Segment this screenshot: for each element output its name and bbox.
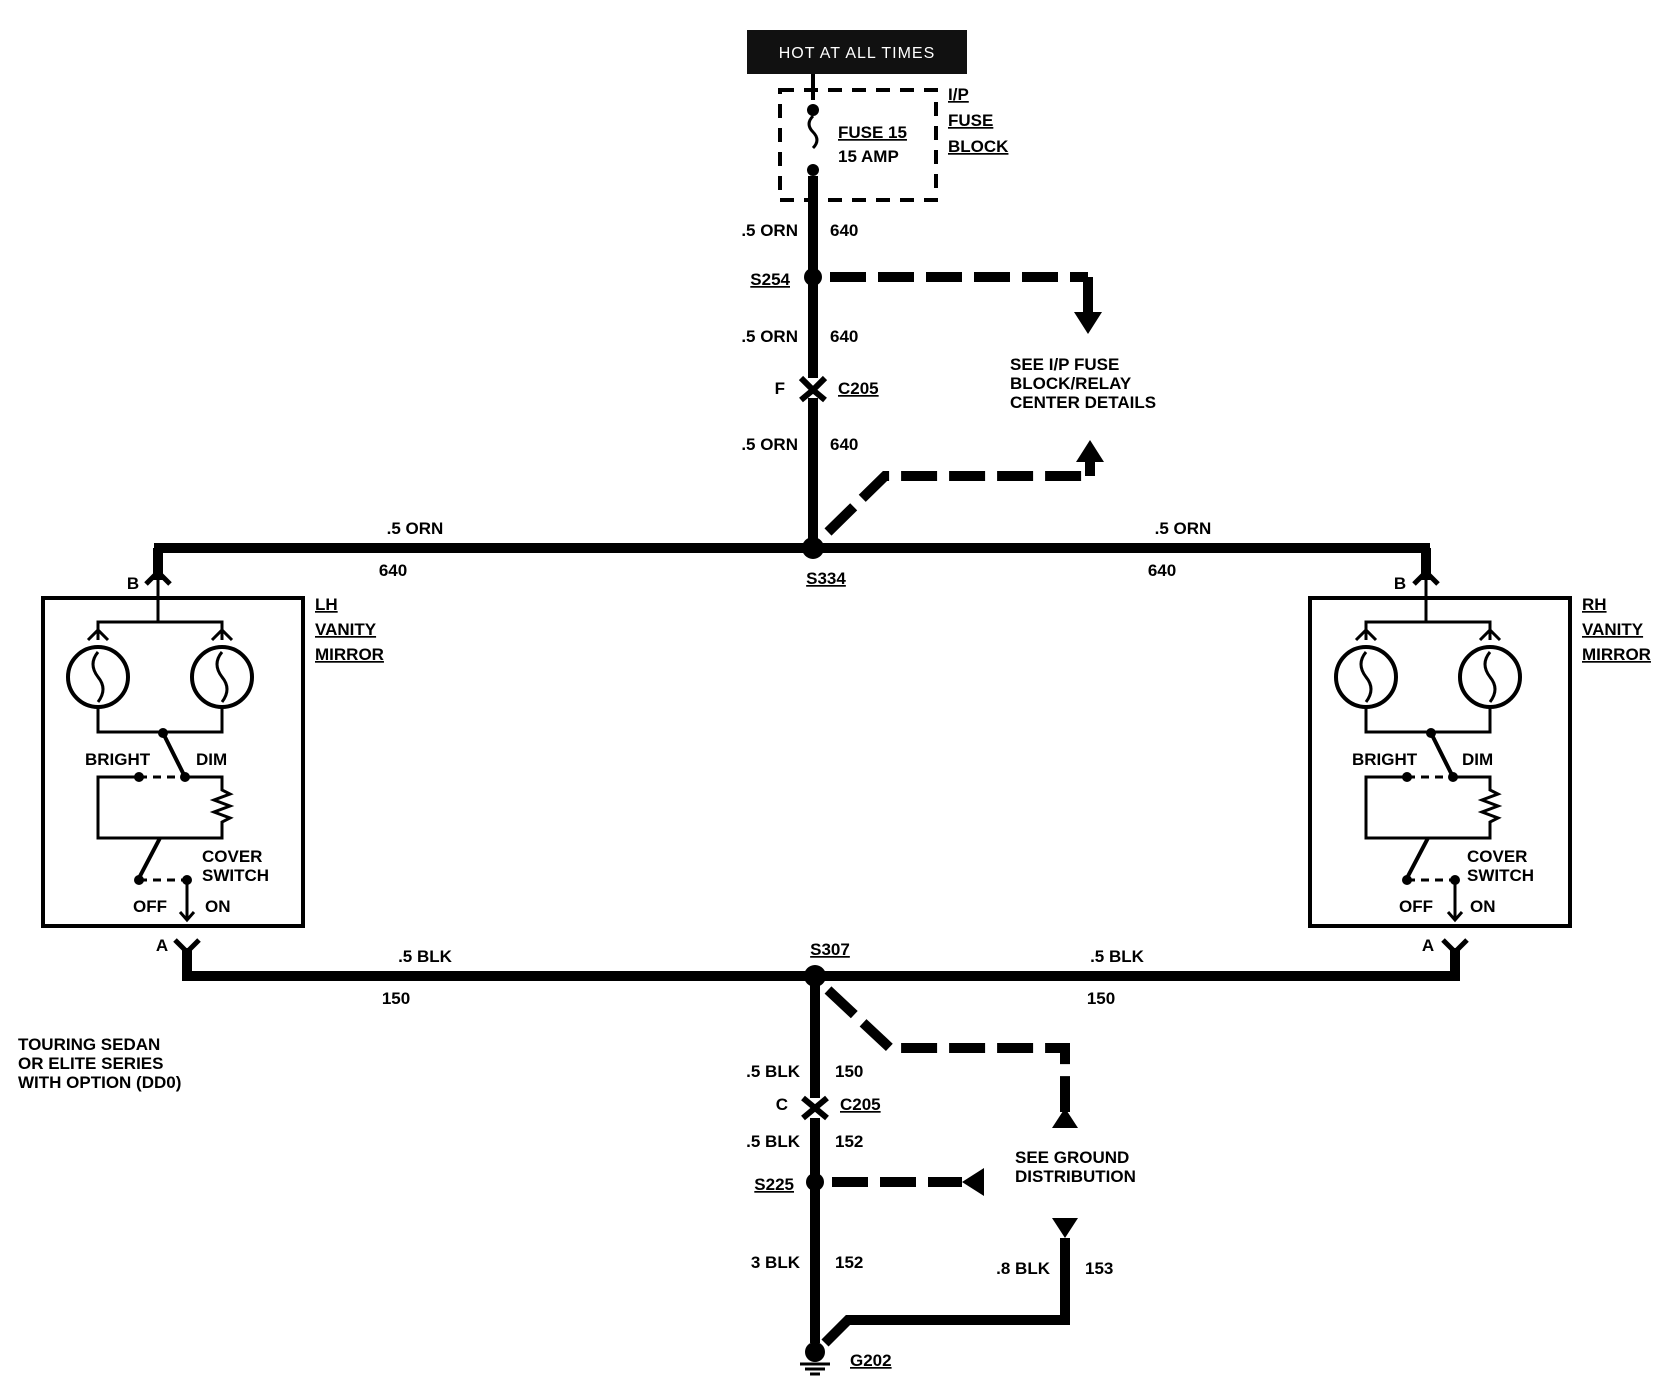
left-power-gauge: .5 ORN [387,519,444,538]
s254-dashed-branch [830,272,1102,334]
wire1-num: 640 [830,221,858,240]
see-ground-line1: SEE GROUND [1015,1148,1129,1167]
fuse-rating: 15 AMP [838,147,899,166]
lh-switch: SWITCH [202,866,269,885]
arrow-down-icon [1052,1218,1078,1238]
down2-gauge: .5 BLK [746,1132,801,1151]
rh-off: OFF [1399,897,1433,916]
right-power-gauge: .5 ORN [1155,519,1212,538]
power-bus-wire [153,537,1431,580]
rh-on: ON [1470,897,1496,916]
down1-num: 150 [835,1062,863,1081]
lh-dim: DIM [196,750,227,769]
left-ground-gauge: .5 BLK [398,947,453,966]
ground-g202-icon [805,1342,825,1362]
rh-vanity-mirror [1308,568,1572,956]
rh-dim: DIM [1462,750,1493,769]
wire3-num: 640 [830,435,858,454]
wire2-num: 640 [830,327,858,346]
option-note-3: WITH OPTION (DD0) [18,1073,181,1092]
splice-s254-dot [804,268,822,286]
lh-title-3: MIRROR [315,645,384,664]
down1-gauge: .5 BLK [746,1062,801,1081]
option-note-1: TOURING SEDAN [18,1035,160,1054]
block-line1: I/P [948,85,969,104]
see-ip-line2: BLOCK/RELAY [1010,374,1132,393]
connector-pin-f: F [775,379,785,398]
arrow-up-icon [1052,1108,1078,1128]
side-num: 153 [1085,1259,1113,1278]
side-gauge: .8 BLK [996,1259,1051,1278]
splice-s254: S254 [750,270,790,289]
lh-on: ON [205,897,231,916]
ground-bus-wire [182,948,1460,1376]
arrow-up-icon [1076,440,1104,462]
down3-num: 152 [835,1253,863,1272]
see-ground-line2: DISTRIBUTION [1015,1167,1136,1186]
wire3-gauge: .5 ORN [741,435,798,454]
lh-title-1: LH [315,595,338,614]
lh-bright: BRIGHT [85,750,151,769]
left-ground-num: 150 [382,989,410,1008]
ground-g202: G202 [850,1351,892,1370]
fuse-block: FUSE 15 15 AMP I/P FUSE BLOCK [778,74,1009,202]
rh-title-1: RH [1582,595,1607,614]
left-power-num: 640 [379,561,407,580]
connector-c205-top: C205 [838,379,879,398]
lh-title-2: VANITY [315,620,377,639]
rh-switch: SWITCH [1467,866,1534,885]
s307-dashed-branch [824,986,1078,1128]
lh-cover: COVER [202,847,262,866]
rh-cover: COVER [1467,847,1527,866]
arrow-down-icon [1074,312,1102,334]
down3-gauge: 3 BLK [751,1253,801,1272]
block-line2: FUSE [948,111,993,130]
see-ip-line1: SEE I/P FUSE [1010,355,1119,374]
connector-c205-bottom: C205 [840,1095,881,1114]
splice-s225-dot [806,1173,824,1191]
lh-pin-b: B [127,574,139,593]
lh-vanity-mirror [41,568,305,956]
option-note-2: OR ELITE SERIES [18,1054,163,1073]
splice-s334: S334 [806,569,846,588]
splice-s307: S307 [810,940,850,959]
rh-bright: BRIGHT [1352,750,1418,769]
splice-s225: S225 [754,1175,794,1194]
splice-s334-dot [802,537,824,559]
block-line3: BLOCK [948,137,1009,156]
hot-at-all-times-banner: HOT AT ALL TIMES [747,30,967,74]
rh-title-3: MIRROR [1582,645,1651,664]
down2-num: 152 [835,1132,863,1151]
connector-pin-c: C [776,1095,788,1114]
arrow-left-icon [962,1168,984,1196]
lh-pin-a: A [156,936,168,955]
rh-pin-a: A [1422,936,1434,955]
right-power-num: 640 [1148,561,1176,580]
s334-dashed-branch [824,440,1104,536]
lh-off: OFF [133,897,167,916]
wire2-gauge: .5 ORN [741,327,798,346]
rh-pin-b: B [1394,574,1406,593]
right-ground-gauge: .5 BLK [1090,947,1145,966]
see-ip-line3: CENTER DETAILS [1010,393,1156,412]
side-ground-wire [821,1218,1078,1347]
s225-dashed-branch [832,1168,984,1196]
rh-title-2: VANITY [1582,620,1644,639]
power-trunk-wire [798,176,828,548]
hot-label: HOT AT ALL TIMES [779,45,936,62]
fuse-name: FUSE 15 [838,123,907,142]
wire1-gauge: .5 ORN [741,221,798,240]
right-ground-num: 150 [1087,989,1115,1008]
